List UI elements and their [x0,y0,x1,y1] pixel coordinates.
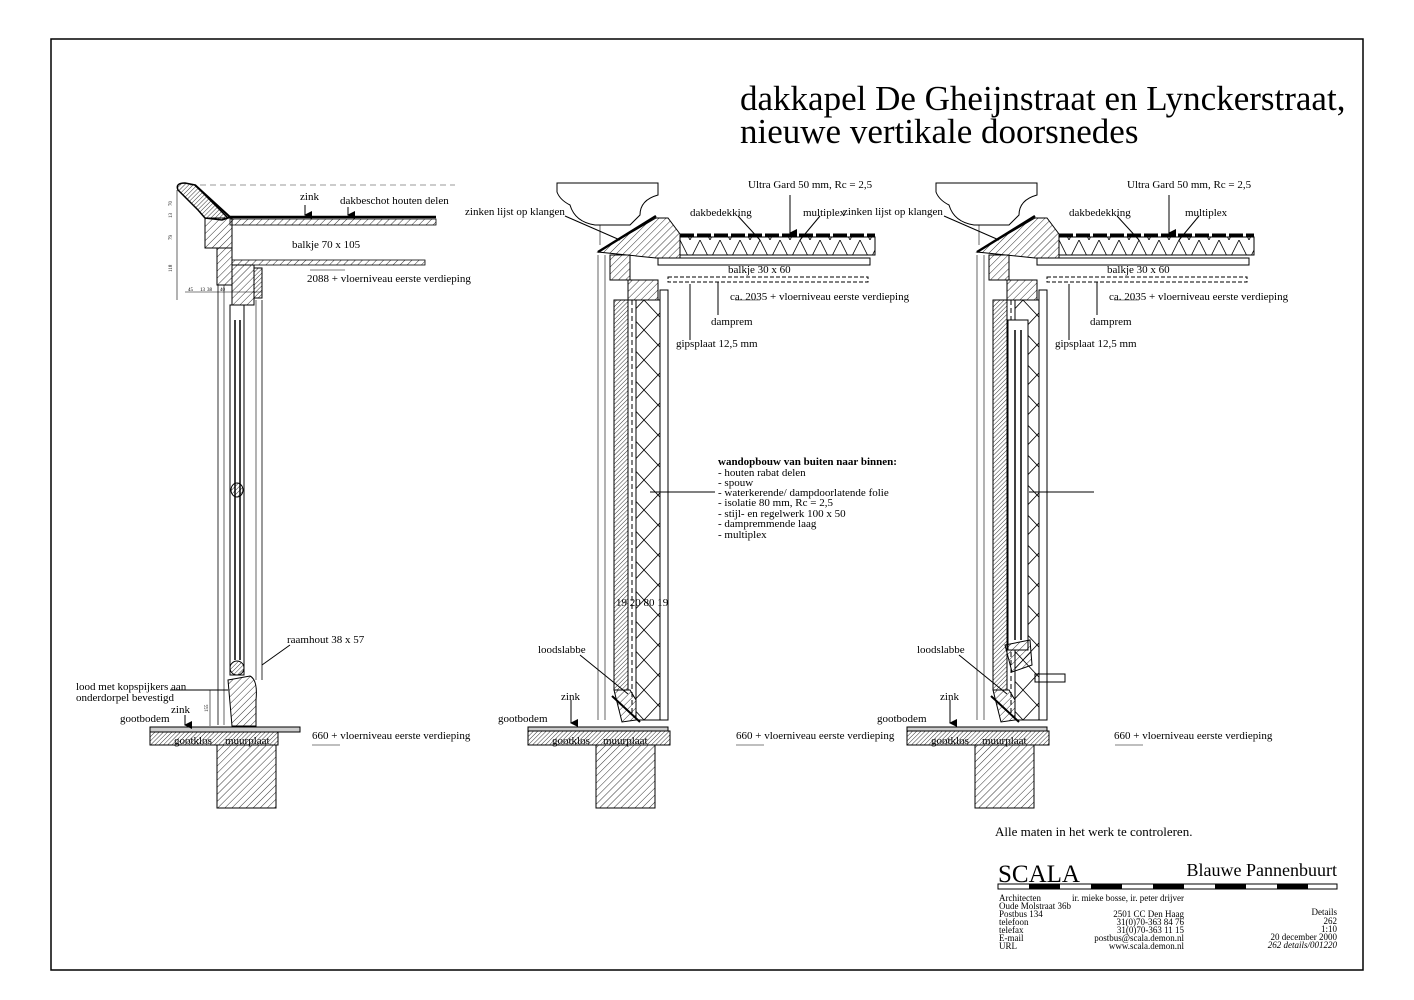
s3-label-balkje: balkje 30 x 60 [1107,264,1170,276]
s3-label-gipsplaat: gipsplaat 12,5 mm [1055,338,1137,350]
tb-left-6: URL [999,941,1017,951]
dim-v1: 70 [169,201,174,207]
section-3-drawing [907,183,1254,808]
dim-h4: 40 [220,288,226,293]
tb-mid-4: postbus@scala.demon.nl [1094,933,1184,943]
s2-label-zink: zink [561,691,580,703]
s2-label-loodslabbe: loodslabbe [538,644,586,656]
project-name: Blauwe Pannenbuurt [1187,860,1337,880]
tb-mid-1: 2501 CC Den Haag [1113,909,1184,919]
s2-label-gipsplaat: gipsplaat 12,5 mm [676,338,758,350]
section-1-drawing [149,182,455,809]
label-zink-top: zink [300,191,319,203]
s2-label-ultragard: Ultra Gard 50 mm, Rc = 2,5 [748,179,873,191]
tb-left-0: Architecten [999,893,1041,903]
wall-buildup-legend: wandopbouw van buiten naar binnen: - hou… [718,456,897,541]
s2-label-muurplaat: muurplaat [603,735,648,747]
s2-label-gootklos: gootklos [552,735,590,747]
section-2-drawing [527,182,876,809]
tb-left-4: telefax [999,925,1024,935]
s3-label-muurplaat: muurplaat [982,735,1027,747]
wandopbouw-item: - stijl- en regelwerk 100 x 50 [718,508,846,520]
drawing-title-line1: dakkapel De Gheijnstraat en Lynckerstraa… [740,79,1345,118]
tb-mid-0: ir. mieke bosse, ir. peter drijver [1072,893,1184,903]
tb-mid-5: www.scala.demon.nl [1109,941,1185,951]
label-lood-2: onderdorpel bevestigd [76,692,175,704]
s3-label-ultragard: Ultra Gard 50 mm, Rc = 2,5 [1127,179,1252,191]
drawing-title-line2: nieuwe vertikale doorsnedes [740,112,1138,151]
tb-mid-2: 31(0)70-363 84 76 [1117,917,1185,927]
s3-label-level-2035: ca. 2035 + vloerniveau eerste verdieping [1109,291,1289,303]
label-level-660: 660 + vloerniveau eerste verdieping [312,730,471,742]
label-balkje-70: balkje 70 x 105 [292,239,361,251]
label-muurplaat: muurplaat [225,735,270,747]
s3-label-level-660: 660 + vloerniveau eerste verdieping [1114,730,1273,742]
label-gootklos: gootklos [174,735,212,747]
dim-h1: 45 [188,288,194,293]
tb-left-3: telefoon [999,917,1029,927]
wandopbouw-heading: wandopbouw van buiten naar binnen: [718,456,897,468]
tb-right-2: 1:10 [1321,924,1338,934]
note-check-dimensions: Alle maten in het werk te controleren. [995,824,1192,839]
label-dakbeschot: dakbeschot houten delen [340,195,449,207]
tb-right-3: 20 december 2000 [1271,932,1338,942]
wandopbouw-item: - houten rabat delen [718,467,806,479]
label-zink-bottom: zink [171,704,190,716]
label-lood-1: lood met kopspijkers aan [76,681,187,693]
wandopbouw-item: - waterkerende/ dampdoorlatende folie [718,487,889,499]
tb-left-2: Postbus 134 [999,909,1043,919]
s2-label-balkje: balkje 30 x 60 [728,264,791,276]
wandopbouw-item: - dampremmende laag [718,518,817,530]
tb-right-0: Details [1312,907,1338,917]
s2-label-level-660: 660 + vloerniveau eerste verdieping [736,730,895,742]
s2-label-multiplex: multiplex [803,207,846,219]
sheet-border [50,38,1364,971]
tb-mid-3: 31(0)70-363 11 15 [1117,925,1185,935]
s2-label-level-2035: ca. 2035 + vloerniveau eerste verdieping [730,291,910,303]
dim-h2: 13 [200,288,206,293]
dim-h3: 38 [207,288,213,293]
label-raamhout: raamhout 38 x 57 [287,634,365,646]
s2-wall-dims: 19 20 80 19 [616,597,669,609]
s2-label-damprem: damprem [711,316,753,328]
s3-label-zinken-lijst: zinken lijst op klangen [843,206,943,218]
s3-label-gootbodem: gootbodem [877,713,927,725]
tb-right-1: 262 [1324,916,1338,926]
dim-sill: 155 [205,704,210,712]
wandopbouw-item: - spouw [718,477,753,489]
dim-v4: 118 [169,264,174,272]
s3-label-dakbedekking: dakbedekking [1069,207,1131,219]
dim-v2: 13 [169,213,174,219]
s3-label-loodslabbe: loodslabbe [917,644,965,656]
tb-right-4: 262 details/001220 [1268,940,1338,950]
label-level-2088: 2088 + vloerniveau eerste verdieping [307,273,471,285]
label-gootbodem: gootbodem [120,713,170,725]
title-block: SCALA Blauwe Pannenbuurt Architecten Oud… [997,860,1338,951]
tb-left-5: E-mail [999,933,1024,943]
dim-v3: 79 [169,235,174,241]
s2-label-dakbedekking: dakbedekking [690,207,752,219]
s3-label-zink: zink [940,691,959,703]
s2-label-zinken-lijst: zinken lijst op klangen [465,206,565,218]
s3-label-multiplex: multiplex [1185,207,1228,219]
wandopbouw-item: - isolatie 80 mm, Rc = 2,5 [718,497,833,509]
s2-label-gootbodem: gootbodem [498,713,548,725]
s3-label-gootklos: gootklos [931,735,969,747]
wandopbouw-item: - multiplex [718,529,767,541]
tb-left-1: Oude Molstraat 36b [999,901,1071,911]
s3-label-damprem: damprem [1090,316,1132,328]
